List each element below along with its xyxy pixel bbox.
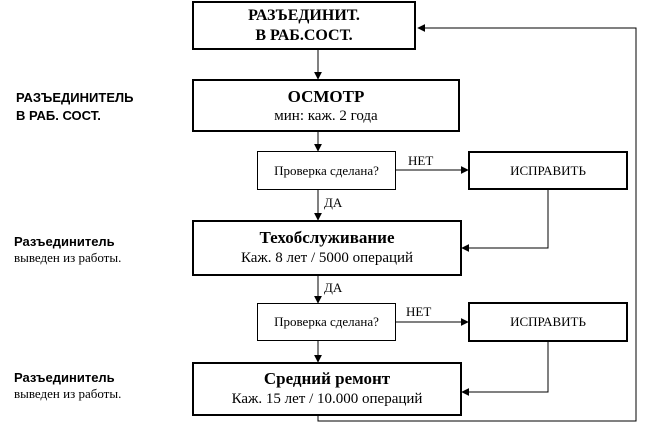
box-disconnect-working-line2: В РАБ.СОСТ. [255, 26, 353, 44]
box-disconnect-working: РАЗЪЕДИНИТ. В РАБ.СОСТ. [192, 1, 416, 50]
edge-label-yes2: ДА [324, 280, 343, 295]
arrow-fix2-to-repair [461, 342, 549, 396]
side-label-out-of-service-2-line2: выведен из работы. [14, 386, 122, 402]
box-disconnect-working-line1: РАЗЪЕДИНИТ. [248, 7, 360, 25]
side-label-out-of-service-1-line2: выведен из работы. [14, 250, 122, 266]
box-repair: Средний ремонт Каж. 15 лет / 10.000 опер… [192, 362, 462, 416]
box-maintenance: Техобслуживание Каж. 8 лет / 5000 операц… [192, 220, 462, 276]
edge-label-no1: НЕТ [408, 153, 434, 168]
box-fix1: ИСПРАВИТЬ [468, 151, 628, 190]
box-check2-text: Проверка сделана? [274, 314, 379, 329]
arrow-repair-loop-back [317, 24, 637, 422]
box-inspection: ОСМОТР мин: каж. 2 года [192, 79, 460, 132]
box-inspection-title: ОСМОТР [287, 86, 365, 106]
box-inspection-subtitle: мин: каж. 2 года [274, 107, 378, 124]
side-label-out-of-service-1-line1: Разъединитель [14, 234, 115, 249]
box-check2: Проверка сделана? [257, 303, 396, 341]
edge-label-yes1: ДА [324, 195, 343, 210]
box-fix2: ИСПРАВИТЬ [468, 302, 628, 342]
box-repair-subtitle: Каж. 15 лет / 10.000 операций [231, 391, 423, 408]
side-label-working-state-line1: РАЗЪЕДИНИТЕЛЬ [16, 90, 134, 105]
side-label-out-of-service-2: Разъединитель выведен из работы. [14, 370, 121, 403]
box-check1-text: Проверка сделана? [274, 162, 379, 178]
side-label-out-of-service-1: Разъединитель выведен из работы. [14, 234, 121, 267]
box-fix1-text: ИСПРАВИТЬ [510, 162, 586, 178]
box-check1: Проверка сделана? [257, 151, 396, 190]
box-maintenance-title: Техобслуживание [259, 228, 395, 248]
box-fix2-text: ИСПРАВИТЬ [510, 314, 586, 329]
side-label-working-state: РАЗЪЕДИНИТЕЛЬ В РАБ. СОСТ. [16, 89, 133, 124]
arrow-fix1-to-maintenance [461, 190, 549, 252]
side-label-out-of-service-2-line1: Разъединитель [14, 370, 115, 385]
side-label-working-state-line2: В РАБ. СОСТ. [16, 107, 101, 123]
box-maintenance-subtitle: Каж. 8 лет / 5000 операций [240, 250, 414, 267]
edge-label-no2: НЕТ [406, 304, 432, 319]
box-repair-title: Средний ремонт [263, 369, 391, 389]
